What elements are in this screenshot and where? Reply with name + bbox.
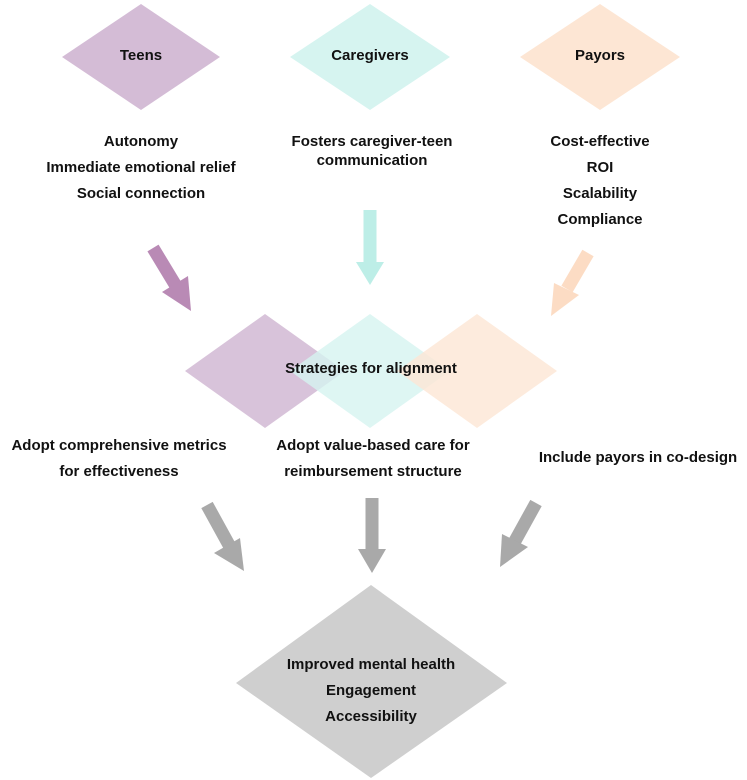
strategy-codesign-line: Include payors in co-design bbox=[538, 449, 738, 466]
teens-need-item: Autonomy bbox=[103, 133, 179, 150]
payors-need-item: Compliance bbox=[557, 211, 643, 228]
caregivers-needs-list: Fosters caregiver-teen communication bbox=[270, 129, 474, 170]
strategy-value-based: Adopt value-based care for reimbursement… bbox=[262, 433, 484, 485]
strategy-value-based-line: Adopt value-based care for bbox=[276, 437, 470, 454]
payors-arrow bbox=[551, 249, 594, 316]
outcome-item: Engagement bbox=[325, 682, 416, 699]
caregivers-diamond bbox=[290, 4, 450, 110]
teens-title: Teens bbox=[119, 47, 163, 64]
metrics-arrow bbox=[201, 501, 244, 571]
alignment-caregivers-diamond bbox=[290, 314, 450, 428]
caregivers-need-line: Fosters caregiver-teen bbox=[291, 133, 453, 150]
alignment-teens-diamond bbox=[185, 314, 345, 428]
codesign-arrow bbox=[500, 499, 542, 567]
payors-need-item: Scalability bbox=[562, 185, 638, 202]
teens-arrow bbox=[147, 244, 191, 311]
payors-need-item: Cost-effective bbox=[550, 133, 650, 150]
outcome-item: Accessibility bbox=[325, 708, 417, 725]
outcome-diamond bbox=[236, 585, 507, 778]
outcome-item: Improved mental health bbox=[286, 656, 456, 673]
payors-needs-list: Cost-effective ROI Scalability Complianc… bbox=[520, 129, 680, 233]
strategy-value-based-line: reimbursement structure bbox=[284, 463, 462, 480]
caregivers-arrow bbox=[356, 210, 384, 285]
strategy-codesign: Include payors in co-design bbox=[530, 445, 746, 471]
alignment-title: Strategies for alignment bbox=[285, 360, 457, 377]
payors-title: Payors bbox=[574, 47, 626, 64]
teens-need-item: Immediate emotional relief bbox=[46, 159, 236, 176]
strategy-metrics: Adopt comprehensive metrics for effectiv… bbox=[0, 433, 238, 485]
strategy-metrics-line: for effectiveness bbox=[59, 463, 179, 480]
caregivers-need-line: communication bbox=[316, 152, 428, 169]
teens-need-item: Social connection bbox=[76, 185, 206, 202]
teens-diamond bbox=[62, 4, 220, 110]
alignment-payors-diamond bbox=[397, 314, 557, 428]
caregivers-title: Caregivers bbox=[331, 47, 409, 64]
payors-need-item: ROI bbox=[586, 159, 614, 176]
outcome-list: Improved mental health Engagement Access… bbox=[261, 652, 481, 730]
value-based-arrow bbox=[358, 498, 386, 573]
payors-diamond bbox=[520, 4, 680, 110]
teens-needs-list: Autonomy Immediate emotional relief Soci… bbox=[20, 129, 262, 207]
strategy-metrics-line: Adopt comprehensive metrics bbox=[11, 437, 227, 454]
